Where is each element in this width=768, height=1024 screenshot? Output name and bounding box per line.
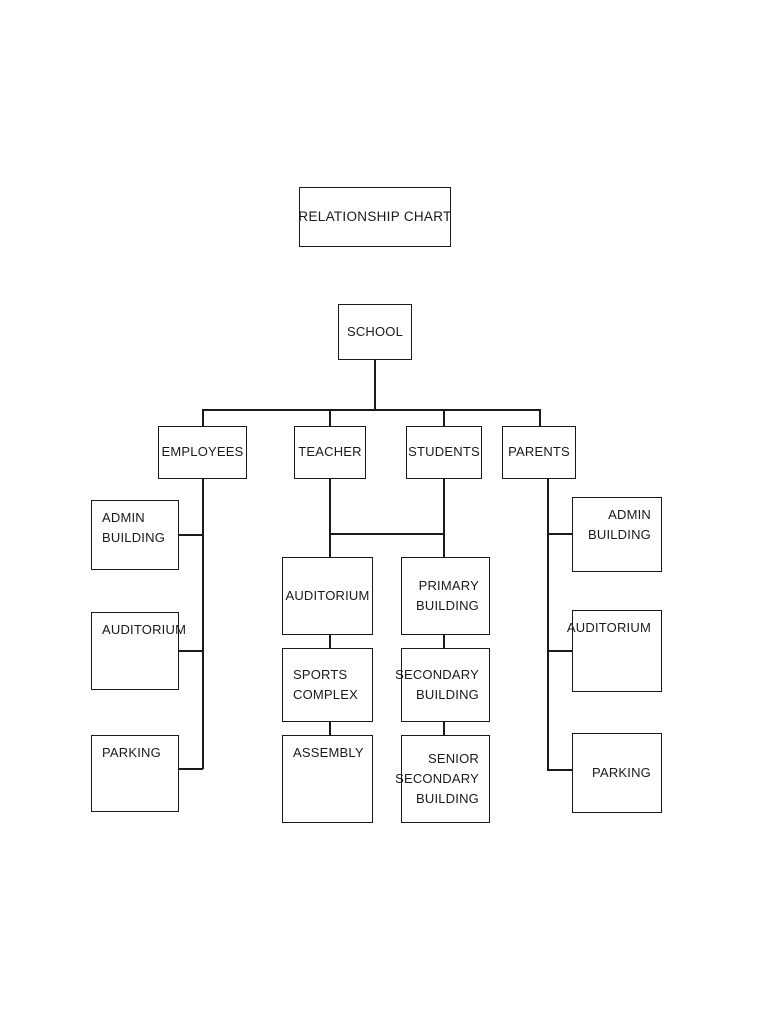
- node-school-label: SCHOOL: [346, 323, 404, 339]
- edge-drop-teacher: [329, 409, 331, 426]
- node-label-line: ADMIN: [102, 510, 145, 525]
- node-employees-label: EMPLOYEES: [161, 444, 244, 460]
- node-label-line: BUILDING: [587, 527, 651, 543]
- edge-parents-stub-1: [547, 533, 573, 535]
- node-label-line: SECONDARY: [395, 666, 479, 682]
- node-label-line: PRIMARY: [418, 577, 479, 593]
- chart-title-label: RELATIONSHIP CHART: [298, 208, 452, 224]
- node-employees: EMPLOYEES: [158, 426, 247, 479]
- edge-teacher-child1-child2: [329, 635, 331, 648]
- edge-drop-parents: [539, 409, 541, 426]
- node-label-line: PARKING: [592, 764, 651, 780]
- node-teacher: TEACHER: [294, 426, 366, 479]
- node-label-line: SENIOR: [427, 750, 479, 766]
- edge-students-stem: [443, 479, 445, 534]
- node-parents-parking: PARKING: [572, 733, 662, 813]
- node-school: SCHOOL: [338, 304, 412, 360]
- node-label-line: ASSEMBLY: [293, 745, 364, 760]
- edge-drop-teacher-child: [329, 533, 331, 558]
- node-teacher-label: TEACHER: [298, 444, 362, 460]
- node-label-line: COMPLEX: [293, 687, 358, 702]
- node-students-primary-building: PRIMARY BUILDING: [401, 557, 490, 635]
- edge-employees-stub-2: [178, 650, 203, 652]
- node-employees-auditorium: AUDITORIUM: [91, 612, 186, 690]
- edge-drop-students: [443, 409, 445, 426]
- node-students: STUDENTS: [406, 426, 482, 479]
- node-label-line: PARKING: [102, 745, 161, 760]
- node-label-line: AUDITORIUM: [566, 620, 651, 635]
- node-parents-label: PARENTS: [508, 444, 570, 460]
- node-employees-admin-building: ADMIN BUILDING: [91, 500, 179, 570]
- edge-employees-spine: [202, 479, 204, 769]
- node-label-line: BUILDING: [415, 687, 479, 702]
- node-label-line: BUILDING: [415, 598, 479, 613]
- node-teacher-assembly: ASSEMBLY: [282, 735, 373, 823]
- node-label-line: ADMIN: [608, 507, 651, 522]
- edge-teacher-child2-child3: [329, 722, 331, 735]
- node-parents: PARENTS: [502, 426, 576, 479]
- edge-parents-stub-2: [547, 650, 573, 652]
- node-parents-admin-building: ADMIN BUILDING: [572, 497, 662, 572]
- node-teacher-sports-complex: SPORTS COMPLEX: [282, 648, 373, 722]
- edge-parents-stub-3: [547, 769, 573, 771]
- node-label-line: AUDITORIUM: [285, 587, 370, 603]
- node-label-line: BUILDING: [102, 530, 166, 546]
- edge-drop-employees: [202, 409, 204, 426]
- node-employees-parking: PARKING: [91, 735, 179, 812]
- edge-school-stem: [374, 360, 376, 410]
- edge-parents-spine: [547, 479, 549, 770]
- node-label-line: SPORTS: [293, 666, 348, 682]
- node-students-label: STUDENTS: [408, 444, 480, 460]
- edge-drop-students-child: [443, 533, 445, 558]
- edge-teacher-stem: [329, 479, 331, 534]
- edge-employees-stub-1: [178, 534, 203, 536]
- chart-title-box: RELATIONSHIP CHART: [298, 187, 452, 247]
- node-label-line: AUDITORIUM: [102, 622, 187, 637]
- edge-level2-bar: [202, 409, 540, 411]
- edge-students-child2-child3: [443, 722, 445, 735]
- edge-students-child1-child2: [443, 635, 445, 648]
- node-label-line: SECONDARY: [395, 770, 479, 786]
- node-teacher-auditorium: AUDITORIUM: [282, 557, 373, 635]
- node-students-senior-secondary-building: SENIOR SECONDARY BUILDING: [395, 735, 490, 823]
- node-label-line: BUILDING: [415, 791, 479, 807]
- edge-employees-stub-3: [178, 768, 203, 770]
- node-students-secondary-building: SECONDARY BUILDING: [395, 648, 490, 722]
- node-parents-auditorium: AUDITORIUM: [567, 610, 662, 692]
- edge-teacher-students-bar: [329, 533, 444, 535]
